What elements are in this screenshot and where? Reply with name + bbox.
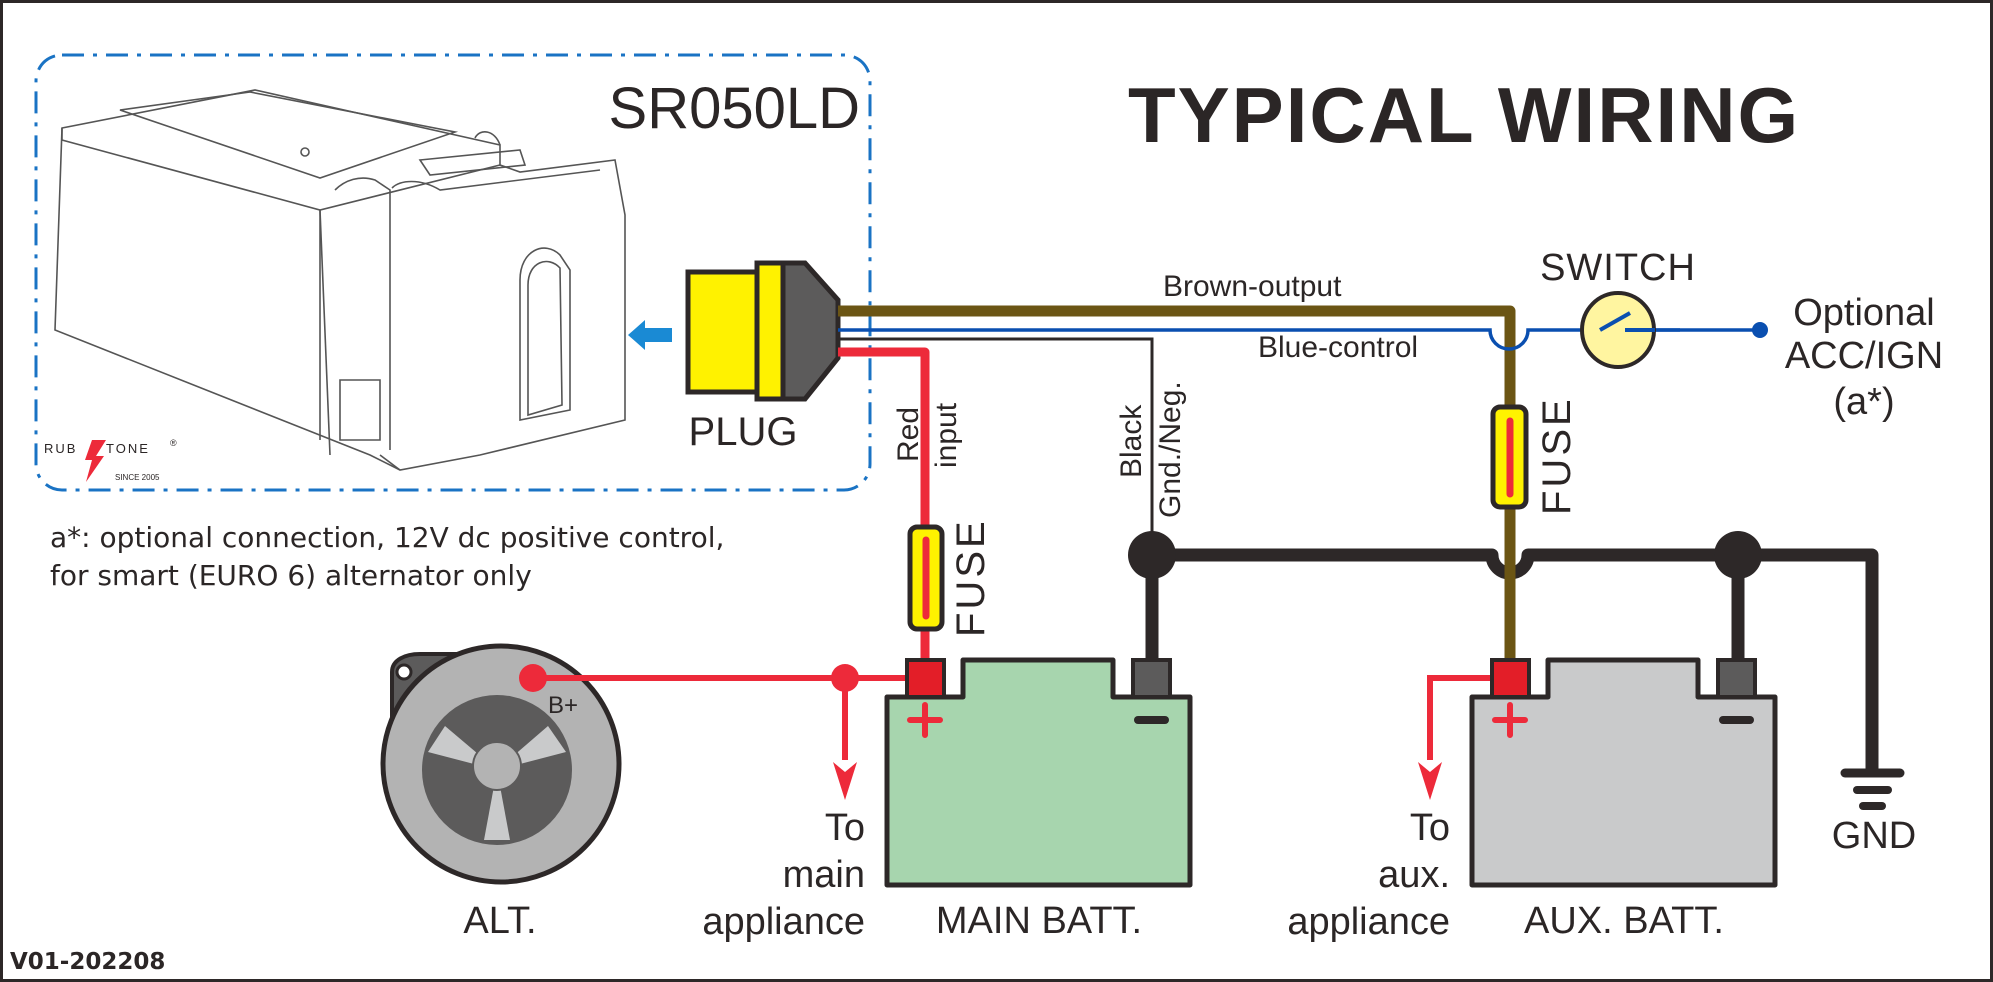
aux-battery-label: AUX. BATT.: [1524, 900, 1724, 942]
product-illustration: [54, 89, 626, 471]
product-frame: [34, 53, 872, 492]
insert-arrow-icon: [628, 320, 672, 350]
registered-mark: ®: [170, 438, 177, 448]
main-appliance-line1: To: [825, 807, 865, 849]
alternator-icon: [380, 643, 622, 885]
aux-appliance-line2: aux.: [1378, 854, 1450, 896]
aux-appliance-line3: appliance: [1287, 901, 1450, 943]
aux-battery-positive-terminal: [1490, 658, 1531, 699]
aux-appliance-arrowhead: [1418, 762, 1442, 800]
main-battery-positive-terminal: [905, 658, 946, 699]
ground-junction-aux: [1714, 531, 1762, 579]
alternator-terminal-label: B+: [548, 692, 578, 719]
switch-icon[interactable]: [1580, 291, 1656, 369]
black-wire-label-line1: Black: [1115, 404, 1148, 478]
main-appliance-line3: appliance: [702, 901, 865, 943]
main-fuse-icon: [907, 524, 945, 632]
aux-battery-negative-terminal: [1716, 658, 1757, 699]
product-model: SR050LD: [609, 76, 860, 141]
main-battery: [884, 657, 1193, 888]
optional-label-line3: (a*): [1833, 381, 1894, 423]
alternator-b-plus-dot: [519, 664, 547, 692]
aux-appliance-line1: To: [1410, 807, 1450, 849]
optional-label-line1: Optional: [1793, 292, 1935, 334]
brown-wire-label: Brown-output: [1163, 270, 1342, 303]
acc-ign-terminal-dot: [1752, 322, 1768, 338]
black-gnd-wire: [838, 337, 1154, 555]
main-battery-negative-terminal: [1131, 658, 1172, 699]
note-line2: for smart (EURO 6) alternator only: [50, 559, 532, 592]
brown-output-wire: [838, 305, 1516, 665]
plug-label: PLUG: [689, 410, 798, 454]
black-wire-label-line2: Gnd./Neg.: [1154, 381, 1187, 518]
ground-label: GND: [1832, 815, 1916, 857]
blue-control-wire: [838, 328, 1680, 351]
main-fuse-label: FUSE: [949, 518, 993, 637]
brand-right: TONE: [106, 441, 150, 456]
main-appliance-line2: main: [783, 854, 865, 896]
brand-since: SINCE 2005: [115, 473, 160, 482]
aux-battery: [1469, 657, 1778, 888]
alternator-label: ALT.: [463, 900, 536, 942]
note-line1: a*: optional connection, 12V dc positive…: [50, 521, 724, 554]
red-wire-label-line1: Red: [892, 407, 925, 462]
aux-fuse-icon: [1490, 404, 1529, 510]
aux-appliance-wire: [1427, 675, 1510, 760]
aux-fuse-label: FUSE: [1535, 396, 1579, 515]
blue-wire-label: Blue-control: [1258, 331, 1418, 364]
optional-label-line2: ACC/IGN: [1785, 335, 1943, 377]
main-appliance-arrowhead: [833, 762, 857, 800]
plug-connector: [685, 260, 841, 402]
page-title: TYPICAL WIRING: [1128, 71, 1800, 159]
main-battery-plus-icon: [907, 702, 943, 738]
brand-logo: RUB TONE ® SINCE 2005: [44, 438, 177, 482]
red-wire-label-line2: input: [930, 402, 963, 468]
lightning-bolt-icon: [85, 440, 106, 482]
aux-battery-plus-icon: [1492, 702, 1528, 738]
main-battery-label: MAIN BATT.: [936, 900, 1142, 942]
switch-label: SWITCH: [1540, 247, 1696, 289]
version-label: V01-202208: [10, 949, 165, 975]
brand-left: RUB: [44, 441, 77, 456]
ground-symbol-icon: [1840, 768, 1905, 810]
